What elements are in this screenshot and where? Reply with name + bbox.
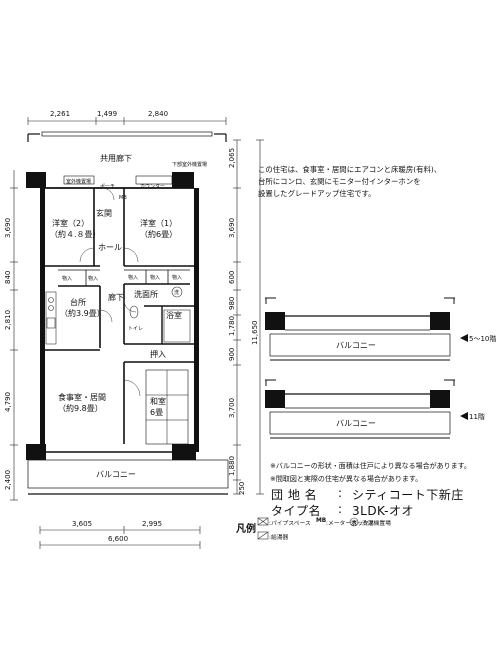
balcony-label: バルコニー — [96, 470, 136, 479]
legend-title: 凡例 — [236, 524, 256, 535]
storage-label-5: 物入 — [172, 274, 182, 281]
closet-label: 押入 — [150, 349, 166, 359]
dim-top-2: 1,499 — [97, 110, 117, 118]
note-line-3: 設置したグレードアップ住宅です。 — [258, 189, 376, 198]
detail-balcony-label-2: バルコニー — [336, 419, 376, 428]
western-room-1-area: （約6畳） — [140, 229, 177, 239]
dim-left-3: 2,810 — [4, 310, 12, 330]
toilet-label: トイレ — [128, 326, 143, 332]
legend-heater: :給湯器 — [269, 535, 289, 541]
bath-label: 浴室 — [166, 310, 182, 320]
pipe-space-icon — [257, 517, 269, 526]
dim-left-2: 840 — [4, 271, 12, 284]
dim-top-3: 2,840 — [148, 110, 168, 118]
storage-label-3: 物入 — [128, 274, 138, 281]
hall-label: ホール — [98, 243, 122, 252]
dim-top-1: 2,261 — [50, 110, 70, 118]
name-colon: : — [338, 486, 343, 500]
detail-5-10 — [265, 297, 468, 361]
dim-left-5: 2,400 — [4, 470, 12, 490]
type-value: 3LDK-オオ — [352, 504, 415, 518]
washer-mark: 洗 — [174, 289, 179, 296]
note-line-1: この住宅は、食事室・居間にエアコンと床暖房(有料)、 — [258, 165, 442, 174]
western-room-1-label: 洋室（1） — [140, 218, 177, 228]
floor-11-label: 11階 — [469, 412, 485, 421]
dim-right-5: 1,780 — [228, 316, 236, 336]
interior-walls — [45, 175, 194, 453]
dining-area: （約9.8畳） — [58, 403, 103, 413]
dim-left-1: 3,690 — [4, 218, 12, 238]
left-dimension-lines — [10, 170, 18, 501]
dim-right-1: 2,065 — [228, 148, 236, 168]
kitchen-area: （約3.9畳） — [60, 308, 105, 318]
exterior-unit-label: 室外機置場 — [66, 178, 91, 185]
legend-washer-mark: 洗 — [351, 521, 357, 527]
legend-pipe-space: :パイプスペース — [269, 521, 311, 527]
bottom-dimension-lines — [39, 526, 201, 549]
dim-right-2: 3,690 — [228, 218, 236, 238]
legend-washer: :洗濯機置場 — [360, 521, 391, 527]
name-value: シティコート下新庄 — [352, 488, 464, 502]
dim-bottom-2: 2,995 — [142, 520, 162, 528]
kitchen-counter — [45, 291, 57, 345]
legend-mb-code: MB — [316, 518, 327, 524]
description-notes: この住宅は、食事室・居間にエアコンと床暖房(有料)、 台所にコンロ、玄関にモニタ… — [258, 164, 494, 200]
legend-meter-box: :メーターボックス — [326, 521, 375, 527]
japanese-room-area: 6畳 — [150, 408, 163, 417]
corridor-railing — [27, 131, 227, 142]
detail-balcony-label-1: バルコニー — [336, 341, 376, 350]
storage-label-4: 物入 — [150, 274, 160, 281]
footnote-plan: ※間取図と実際の住宅が異なる場合があります。 — [270, 475, 423, 483]
footnote-balcony: ※バルコニーの形状・面積は住戸により異なる場合があります。 — [270, 462, 471, 470]
dim-bottom-total: 6,600 — [108, 535, 128, 543]
lower-exterior-label: 下部室外機置場 — [172, 161, 207, 168]
heater-icon — [257, 531, 269, 540]
counter-label: カウンター — [140, 183, 165, 190]
western-room-2-area: （約４.８畳） — [50, 229, 101, 239]
dim-left-4: 4,790 — [4, 392, 12, 412]
japanese-room-label: 和室 — [150, 396, 166, 406]
porch-label: ポーチ — [100, 183, 115, 190]
dim-bottom-1: 3,605 — [72, 520, 92, 528]
dim-right-8: 1,880 — [228, 456, 236, 476]
dim-right-9: 250 — [238, 482, 246, 495]
corridor-label: 共用廊下 — [100, 153, 132, 163]
dim-right-3: 600 — [228, 271, 236, 284]
door-swings — [79, 187, 141, 397]
entrance-label: 玄関 — [96, 208, 112, 218]
storage-label-1: 物入 — [62, 275, 72, 282]
note-line-2: 台所にコンロ、玄関にモニター付インターホンを — [258, 177, 421, 186]
type-label: タイプ名 — [271, 504, 322, 518]
top-dimension-lines — [27, 117, 227, 125]
balcony-rail — [27, 459, 229, 495]
name-label: 団 地 名 — [271, 488, 318, 502]
bath-fixtures — [129, 286, 191, 343]
storage-label-2: 物入 — [88, 275, 98, 282]
dim-right-4: 980 — [228, 297, 236, 310]
washroom-label: 洗面所 — [134, 289, 158, 299]
dim-right-total: 11,650 — [251, 321, 259, 346]
mb-label: MB — [119, 195, 127, 201]
dim-right-7: 3,700 — [228, 398, 236, 418]
detail-11 — [265, 379, 468, 439]
type-colon: : — [338, 502, 343, 516]
washer-circle-icon — [349, 517, 359, 527]
dining-label: 食事室・居間 — [58, 392, 106, 402]
legend-symbols — [257, 517, 359, 540]
western-room-2-label: 洋室（2） — [52, 218, 89, 228]
dim-right-6: 900 — [228, 348, 236, 361]
kitchen-label: 台所 — [70, 297, 86, 307]
right-dimension-lines — [233, 139, 264, 495]
hallway-label: 廊下 — [108, 292, 124, 302]
floor-5-10-label: 5～10階 — [469, 334, 496, 343]
